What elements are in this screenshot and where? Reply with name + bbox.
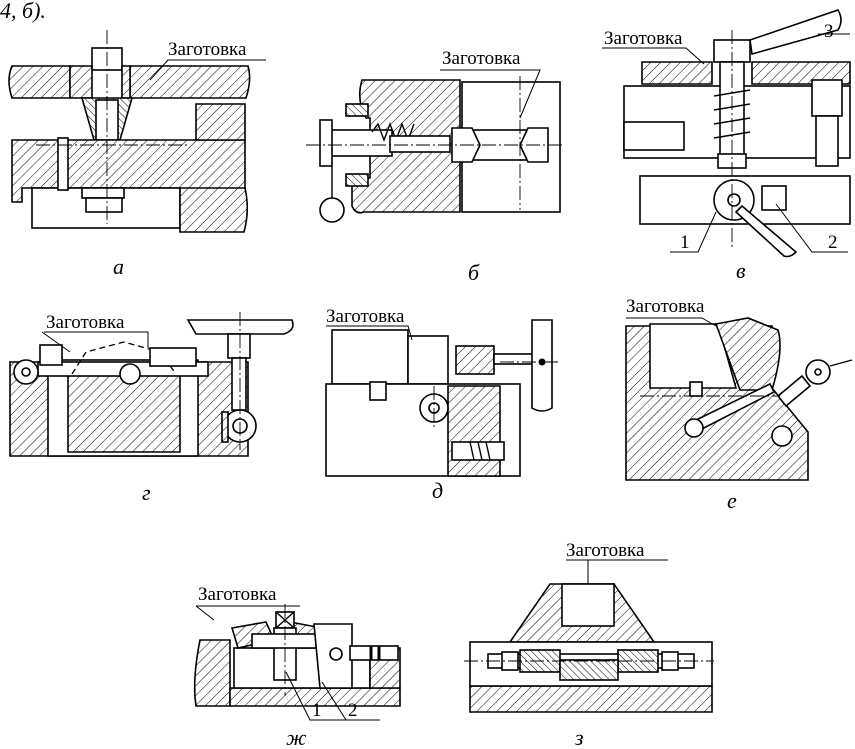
caption-g: г <box>142 480 151 505</box>
workpiece-label-z: Заготовка <box>566 540 645 561</box>
header-fragment: 4, б). <box>0 0 46 23</box>
panel-e: Заготовка е <box>625 296 853 513</box>
callout-3: 3 <box>824 21 834 42</box>
workpiece-label-g: Заготовка <box>46 312 125 333</box>
workpiece-label-e: Заготовка <box>626 296 705 317</box>
callout-zh-2: 2 <box>348 700 358 721</box>
workpiece-label-a: Заготовка <box>168 39 247 60</box>
panel-b: Заготовка б <box>306 48 563 285</box>
caption-zh: ж <box>286 725 307 749</box>
caption-a: а <box>113 254 124 279</box>
caption-z: з <box>574 725 584 749</box>
workpiece-label-d: Заготовка <box>326 306 405 327</box>
panel-v: 3 Заготовка 1 2 в <box>602 9 851 283</box>
caption-b: б <box>468 260 480 285</box>
callout-1: 1 <box>680 232 690 253</box>
panel-a: Заготовка а <box>8 30 266 279</box>
callout-2: 2 <box>828 232 838 253</box>
panel-g: Заготовка г <box>9 312 294 505</box>
workpiece-label-zh: Заготовка <box>198 584 277 605</box>
workpiece-label-v: Заготовка <box>604 28 683 49</box>
caption-e: е <box>727 488 737 513</box>
caption-d: д <box>432 478 443 503</box>
panel-z: Заготовка з <box>464 540 714 749</box>
callout-zh-1: 1 <box>312 700 322 721</box>
workpiece-label-b: Заготовка <box>442 48 521 69</box>
panel-zh: Заготовка 1 2 ж <box>193 584 401 749</box>
panel-d: Заготовка д <box>325 306 560 503</box>
caption-v: в <box>736 258 746 283</box>
